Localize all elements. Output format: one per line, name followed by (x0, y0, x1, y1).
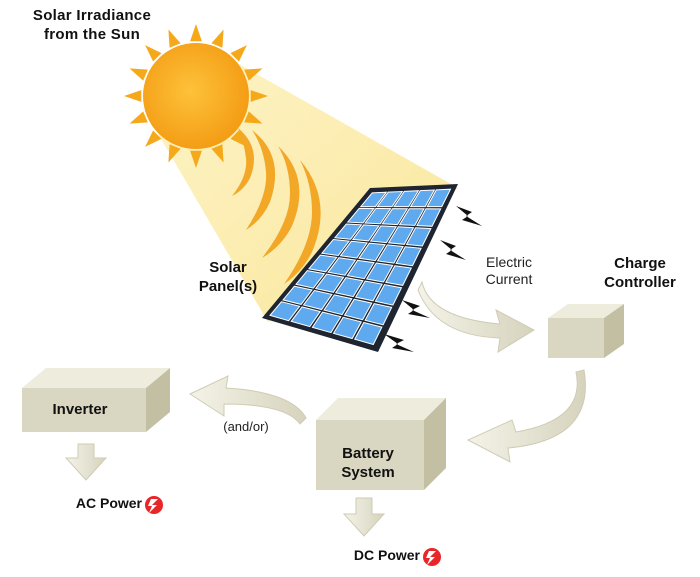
panel-cell (346, 207, 375, 224)
panel-cell (409, 189, 436, 208)
panel-cell (320, 238, 351, 257)
battery-label: Battery System (318, 444, 418, 482)
panel-cell (282, 285, 313, 305)
panel-cell (364, 207, 392, 225)
panel-cell (369, 225, 398, 244)
sun-ray (145, 45, 162, 62)
inverter-box (22, 368, 170, 432)
panel-cell (385, 265, 413, 286)
panel-cell (393, 190, 420, 208)
panel-cell (376, 244, 404, 264)
panel-cell (302, 289, 333, 311)
current-label: Electric Current (470, 254, 548, 288)
panel-cell (269, 301, 301, 322)
power-plug-icon (145, 496, 163, 514)
panel-cell (346, 259, 375, 280)
panel-cell (290, 306, 322, 328)
panel-cell (339, 240, 368, 259)
sun-ray (190, 150, 202, 168)
lightning-bolt-icon (384, 206, 482, 352)
panel-cell (358, 242, 386, 262)
sun-label: Solar Irradiance from the Sun (2, 6, 182, 44)
sun-ray (145, 130, 162, 147)
arrow-battery-to-inverter (188, 375, 307, 425)
panel-cell (343, 298, 373, 321)
panel-cell (374, 284, 403, 306)
panel-label-line2: Panel(s) (198, 278, 258, 295)
panel-cell (323, 294, 353, 316)
battery-label-line1: Battery (342, 445, 394, 462)
battery-label-line2: System (341, 464, 395, 481)
controller-label-line1: Charge (614, 255, 666, 272)
panel-cell (398, 208, 425, 226)
ac-power-label: AC Power (75, 495, 142, 511)
panel-cell (426, 188, 452, 208)
current-label-line1: Electric (486, 254, 532, 270)
sun-ray (230, 130, 247, 147)
current-label-line2: Current (485, 271, 533, 287)
andor-label: (and/or) (223, 419, 269, 434)
solar-panel (262, 184, 458, 352)
panel-cell (314, 273, 345, 293)
radiation-arcs (232, 128, 321, 284)
panel-cell (354, 280, 383, 302)
panel-cell (416, 208, 442, 227)
panel-cell (353, 321, 383, 346)
controller-label-line2: Controller (604, 274, 676, 291)
panel-cell (376, 190, 404, 208)
arrow-inverter-to-ac (64, 443, 108, 481)
panel-cell (311, 311, 342, 334)
sun-label-line2: from the Sun (43, 26, 141, 43)
sun-ray (129, 68, 148, 81)
panel-cell (332, 316, 363, 340)
charge-controller-box (548, 304, 624, 358)
panel-cell (333, 223, 363, 240)
panel-cell (381, 208, 409, 226)
sun-ray (190, 24, 202, 42)
sun-ray (129, 111, 148, 124)
power-plug-icon (423, 548, 441, 566)
sun-ray (168, 144, 181, 163)
panel-cell (395, 246, 422, 267)
panel-cell (405, 227, 432, 247)
panel-cell (327, 257, 357, 276)
panel-label: Solar Panel(s) (178, 258, 278, 296)
panel-cell (364, 303, 393, 326)
arrow-battery-to-dc (342, 497, 386, 537)
arrow-controller-to-battery (466, 369, 586, 463)
controller-label: Charge Controller (585, 254, 695, 292)
inverter-label: Inverter (52, 401, 108, 418)
panel-cell (334, 277, 364, 298)
arrow-panel-to-controller (417, 280, 536, 353)
sun-ray (230, 45, 247, 62)
panel-label-line1: Solar (209, 259, 247, 276)
dc-power-label: DC Power (353, 547, 420, 563)
sun-ray (211, 144, 224, 163)
sun-ray (244, 68, 263, 81)
panel-cell (365, 262, 394, 283)
sun-icon (124, 24, 268, 168)
sun-ray (244, 111, 263, 124)
sun-ray (211, 29, 224, 48)
sun-ray (168, 29, 181, 48)
sun-ray (250, 90, 268, 102)
battery-system-box (316, 398, 446, 490)
panel-cell (351, 224, 380, 242)
sun-ray (124, 90, 142, 102)
sun-label-line1: Solar Irradiance (32, 7, 152, 24)
panel-cell (387, 226, 415, 245)
panel-cell (307, 254, 338, 273)
panel-cell (359, 191, 388, 208)
panel-cell (295, 270, 326, 289)
